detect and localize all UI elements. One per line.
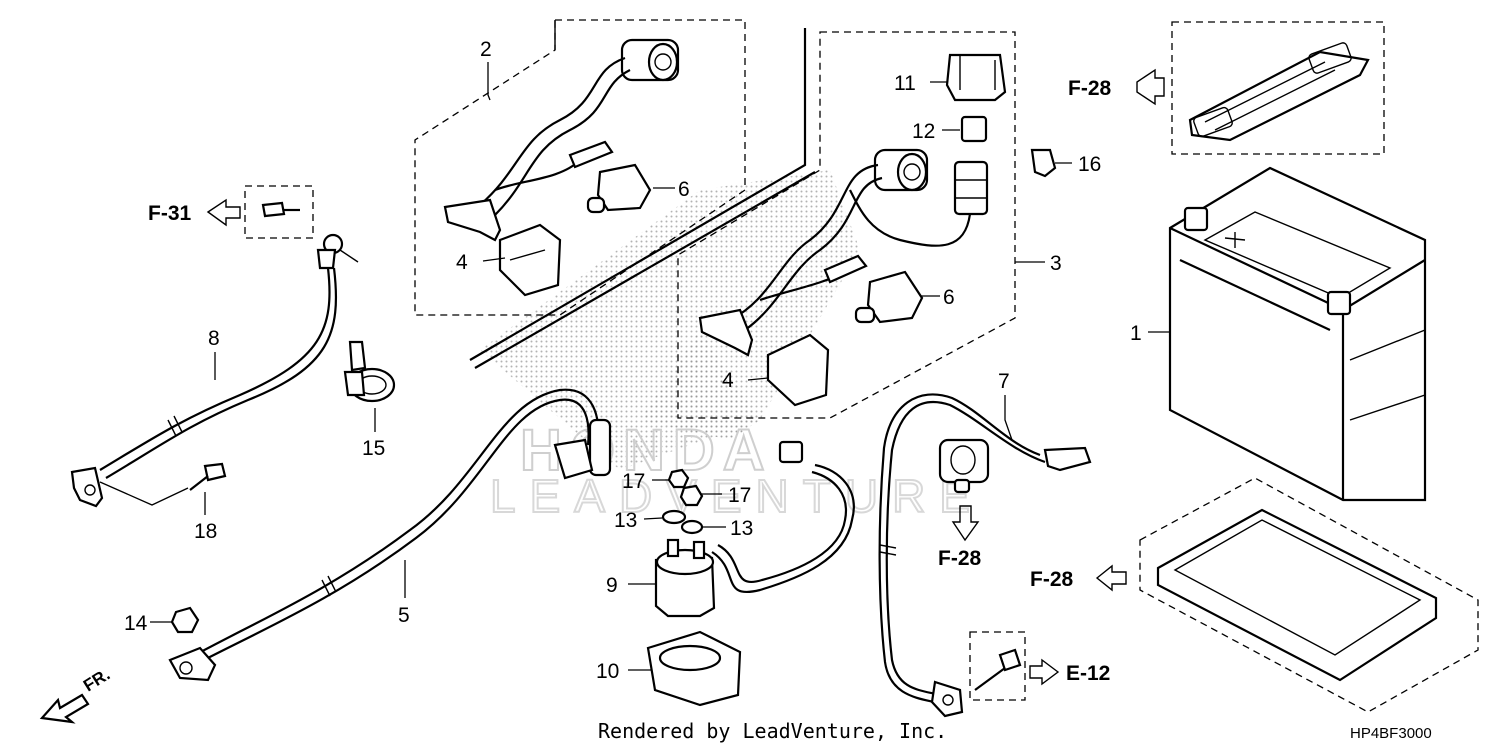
callout-5: 5 bbox=[398, 604, 410, 627]
part-4-cover bbox=[498, 223, 562, 297]
ref-label-e12[interactable]: E-12 bbox=[1066, 662, 1110, 685]
bolt-e12 bbox=[974, 648, 1022, 691]
reference-arrows bbox=[39, 68, 1165, 724]
strap-outline bbox=[1171, 21, 1385, 155]
group-outline-2 bbox=[414, 19, 746, 316]
cable-part-5 bbox=[168, 388, 612, 682]
callout-4b: 4 bbox=[722, 369, 734, 392]
ref-label-f28-mid[interactable]: F-28 bbox=[938, 547, 982, 570]
front-arrow bbox=[39, 693, 90, 724]
cable-5-terminal bbox=[168, 646, 217, 682]
callout-11: 11 bbox=[894, 72, 916, 95]
part-4-cover-b bbox=[766, 333, 830, 407]
cable-7-terminal bbox=[1043, 446, 1092, 472]
terminal-part bbox=[443, 198, 502, 242]
callout-17b: 17 bbox=[728, 484, 751, 507]
cable-part-8 bbox=[70, 185, 359, 508]
callout-13: 13 bbox=[614, 509, 637, 532]
diagram-code: HP4BF3000 bbox=[1350, 725, 1432, 742]
holder-part-10 bbox=[646, 630, 742, 707]
part-16-clip bbox=[1030, 148, 1057, 178]
callout-8: 8 bbox=[208, 327, 220, 350]
divider-line-2 bbox=[474, 171, 816, 369]
bolt-outline-e12 bbox=[969, 631, 1026, 701]
leader-lines bbox=[150, 62, 1170, 671]
tray-outline bbox=[1139, 477, 1479, 713]
callout-7: 7 bbox=[998, 370, 1010, 393]
cable-part-7 bbox=[878, 393, 1092, 718]
callout-2: 2 bbox=[480, 38, 492, 61]
part-11-relay bbox=[945, 53, 1007, 102]
callout-numbers: 1 2 3 4 4 5 6 6 7 8 9 10 11 12 13 13 14 … bbox=[124, 38, 1142, 683]
callout-13b: 13 bbox=[730, 517, 753, 540]
callout-18: 18 bbox=[194, 520, 217, 543]
reference-labels: F-28 F-31 F-28 F-28 E-12 bbox=[148, 77, 1112, 685]
sub-harness-2-group bbox=[414, 19, 746, 316]
rendered-by-footer: Rendered by LeadVenture, Inc. bbox=[598, 719, 947, 743]
callout-6b: 6 bbox=[943, 286, 955, 309]
ref-label-f31[interactable]: F-31 bbox=[148, 202, 192, 225]
battery-part-1 bbox=[1168, 166, 1427, 502]
cable-8-terminal bbox=[70, 466, 104, 508]
callout-4: 4 bbox=[456, 251, 468, 274]
part-6-boot bbox=[596, 163, 652, 212]
front-marker-label: FR. bbox=[80, 665, 113, 696]
relay-part-9 bbox=[654, 440, 855, 618]
part-12 bbox=[960, 115, 988, 143]
ref-label-f28-top[interactable]: F-28 bbox=[1068, 77, 1112, 100]
battery-strap-group bbox=[1171, 21, 1385, 155]
watermark: HONDA LEADVENTURE bbox=[480, 170, 971, 523]
callout-9: 9 bbox=[606, 574, 618, 597]
nuts-washers bbox=[661, 468, 704, 535]
callout-6: 6 bbox=[678, 178, 690, 201]
bolt-18 bbox=[189, 462, 227, 491]
callout-14: 14 bbox=[124, 612, 148, 635]
group-outline-3 bbox=[677, 31, 1016, 419]
part-6-boot-b bbox=[866, 270, 924, 324]
divider-line bbox=[469, 28, 807, 361]
callout-1: 1 bbox=[1130, 322, 1142, 345]
callout-16: 16 bbox=[1078, 153, 1101, 176]
callout-10: 10 bbox=[596, 660, 619, 683]
strap-part bbox=[1188, 50, 1370, 142]
callout-3: 3 bbox=[1050, 252, 1062, 275]
sub-harness-3-group bbox=[677, 31, 1016, 419]
callout-17: 17 bbox=[622, 470, 645, 493]
ref-label-f28-tray[interactable]: F-28 bbox=[1030, 568, 1074, 591]
nut-14 bbox=[170, 606, 200, 634]
battery-tray bbox=[1139, 477, 1479, 713]
clamp-15 bbox=[343, 340, 396, 403]
callout-15: 15 bbox=[362, 437, 385, 460]
callout-12: 12 bbox=[912, 120, 935, 143]
